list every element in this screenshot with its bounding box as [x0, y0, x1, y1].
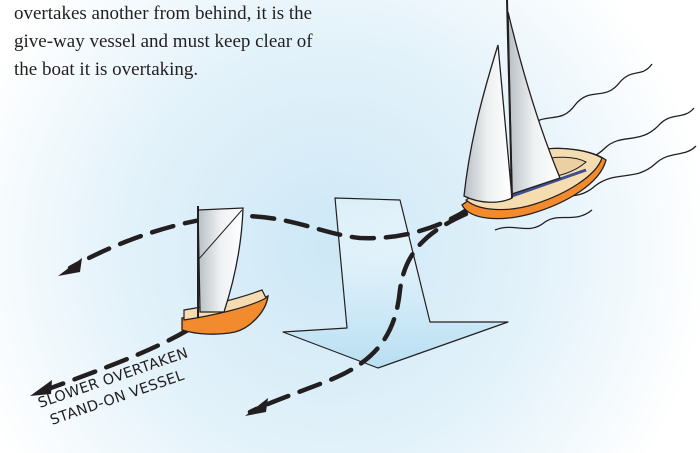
caption-line-1: give-way vessel and must keep clear of: [14, 28, 344, 56]
caption-text: overtakes another from behind, it is the…: [14, 0, 344, 84]
caption-line-2: the boat it is overtaking.: [14, 56, 344, 84]
caption-line-0: overtakes another from behind, it is the: [14, 0, 344, 28]
